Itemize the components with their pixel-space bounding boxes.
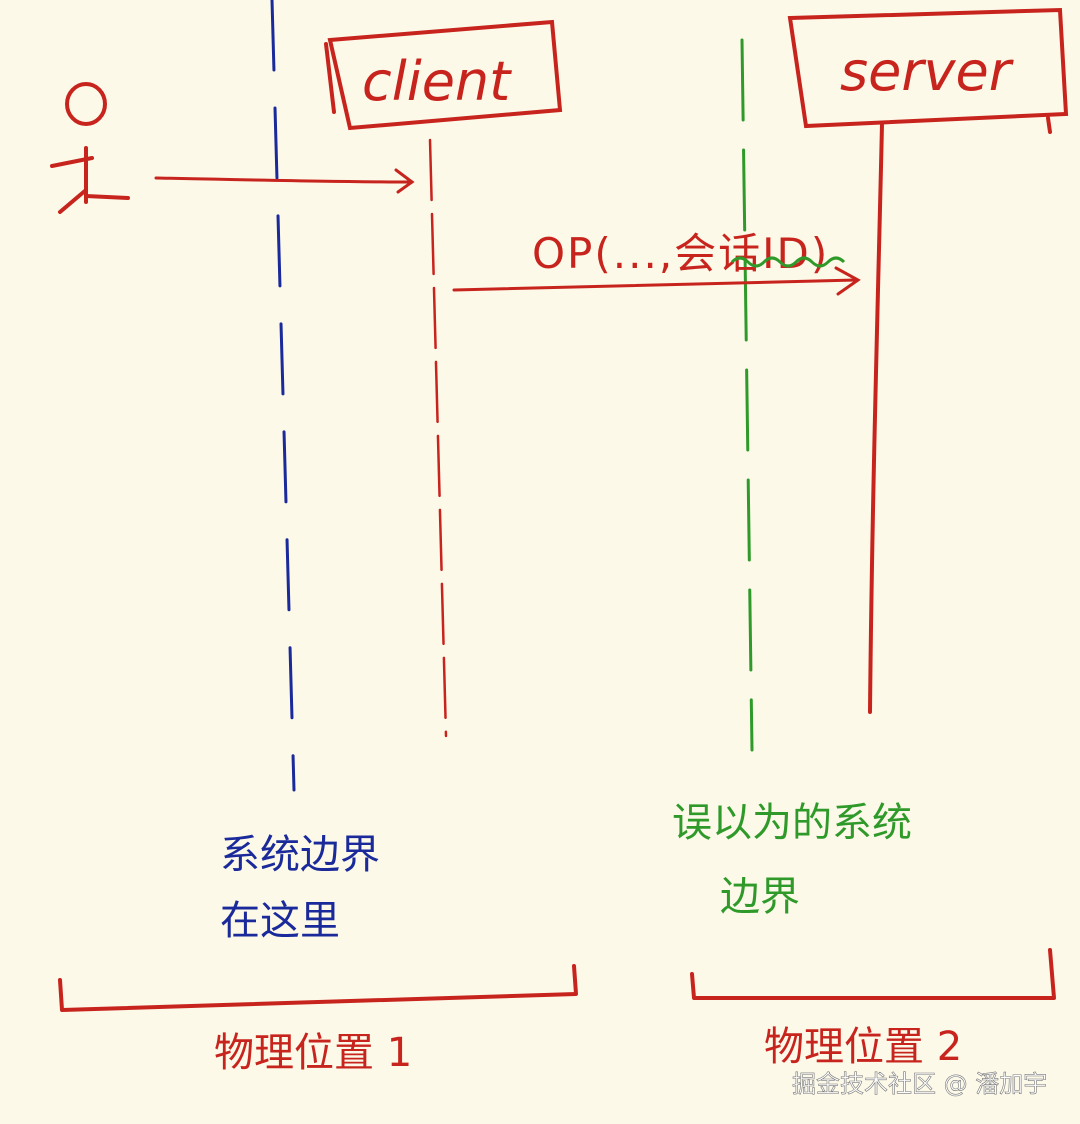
real-boundary-caption-line1: 系统边界 xyxy=(220,832,380,878)
actor-to-client-arrow xyxy=(154,168,415,194)
server-lifeline xyxy=(868,122,884,714)
location-1-label: 物理位置 1 xyxy=(214,1030,412,1076)
client-label: client xyxy=(362,50,512,113)
real-boundary-line xyxy=(270,0,296,792)
mistaken-boundary-caption-line2: 边界 xyxy=(720,874,800,920)
location-2-label: 物理位置 2 xyxy=(764,1024,962,1070)
session-id-underline xyxy=(730,256,846,268)
location-2-bracket xyxy=(690,948,1056,1000)
actor-icon xyxy=(50,82,130,214)
message-label: OP(...,会话ID) xyxy=(532,229,829,278)
client-box xyxy=(324,19,563,131)
mistaken-boundary-line xyxy=(740,38,754,752)
real-boundary-caption-line2: 在这里 xyxy=(220,898,340,944)
location-1-bracket xyxy=(58,964,578,1012)
client-to-server-arrow xyxy=(452,266,861,296)
server-label: server xyxy=(840,40,1014,103)
watermark: 掘金技术社区 @ 潘加宇 xyxy=(792,1070,1047,1098)
client-lifeline xyxy=(428,138,448,738)
server-box xyxy=(787,7,1069,134)
mistaken-boundary-caption-line1: 误以为的系统 xyxy=(672,800,912,846)
